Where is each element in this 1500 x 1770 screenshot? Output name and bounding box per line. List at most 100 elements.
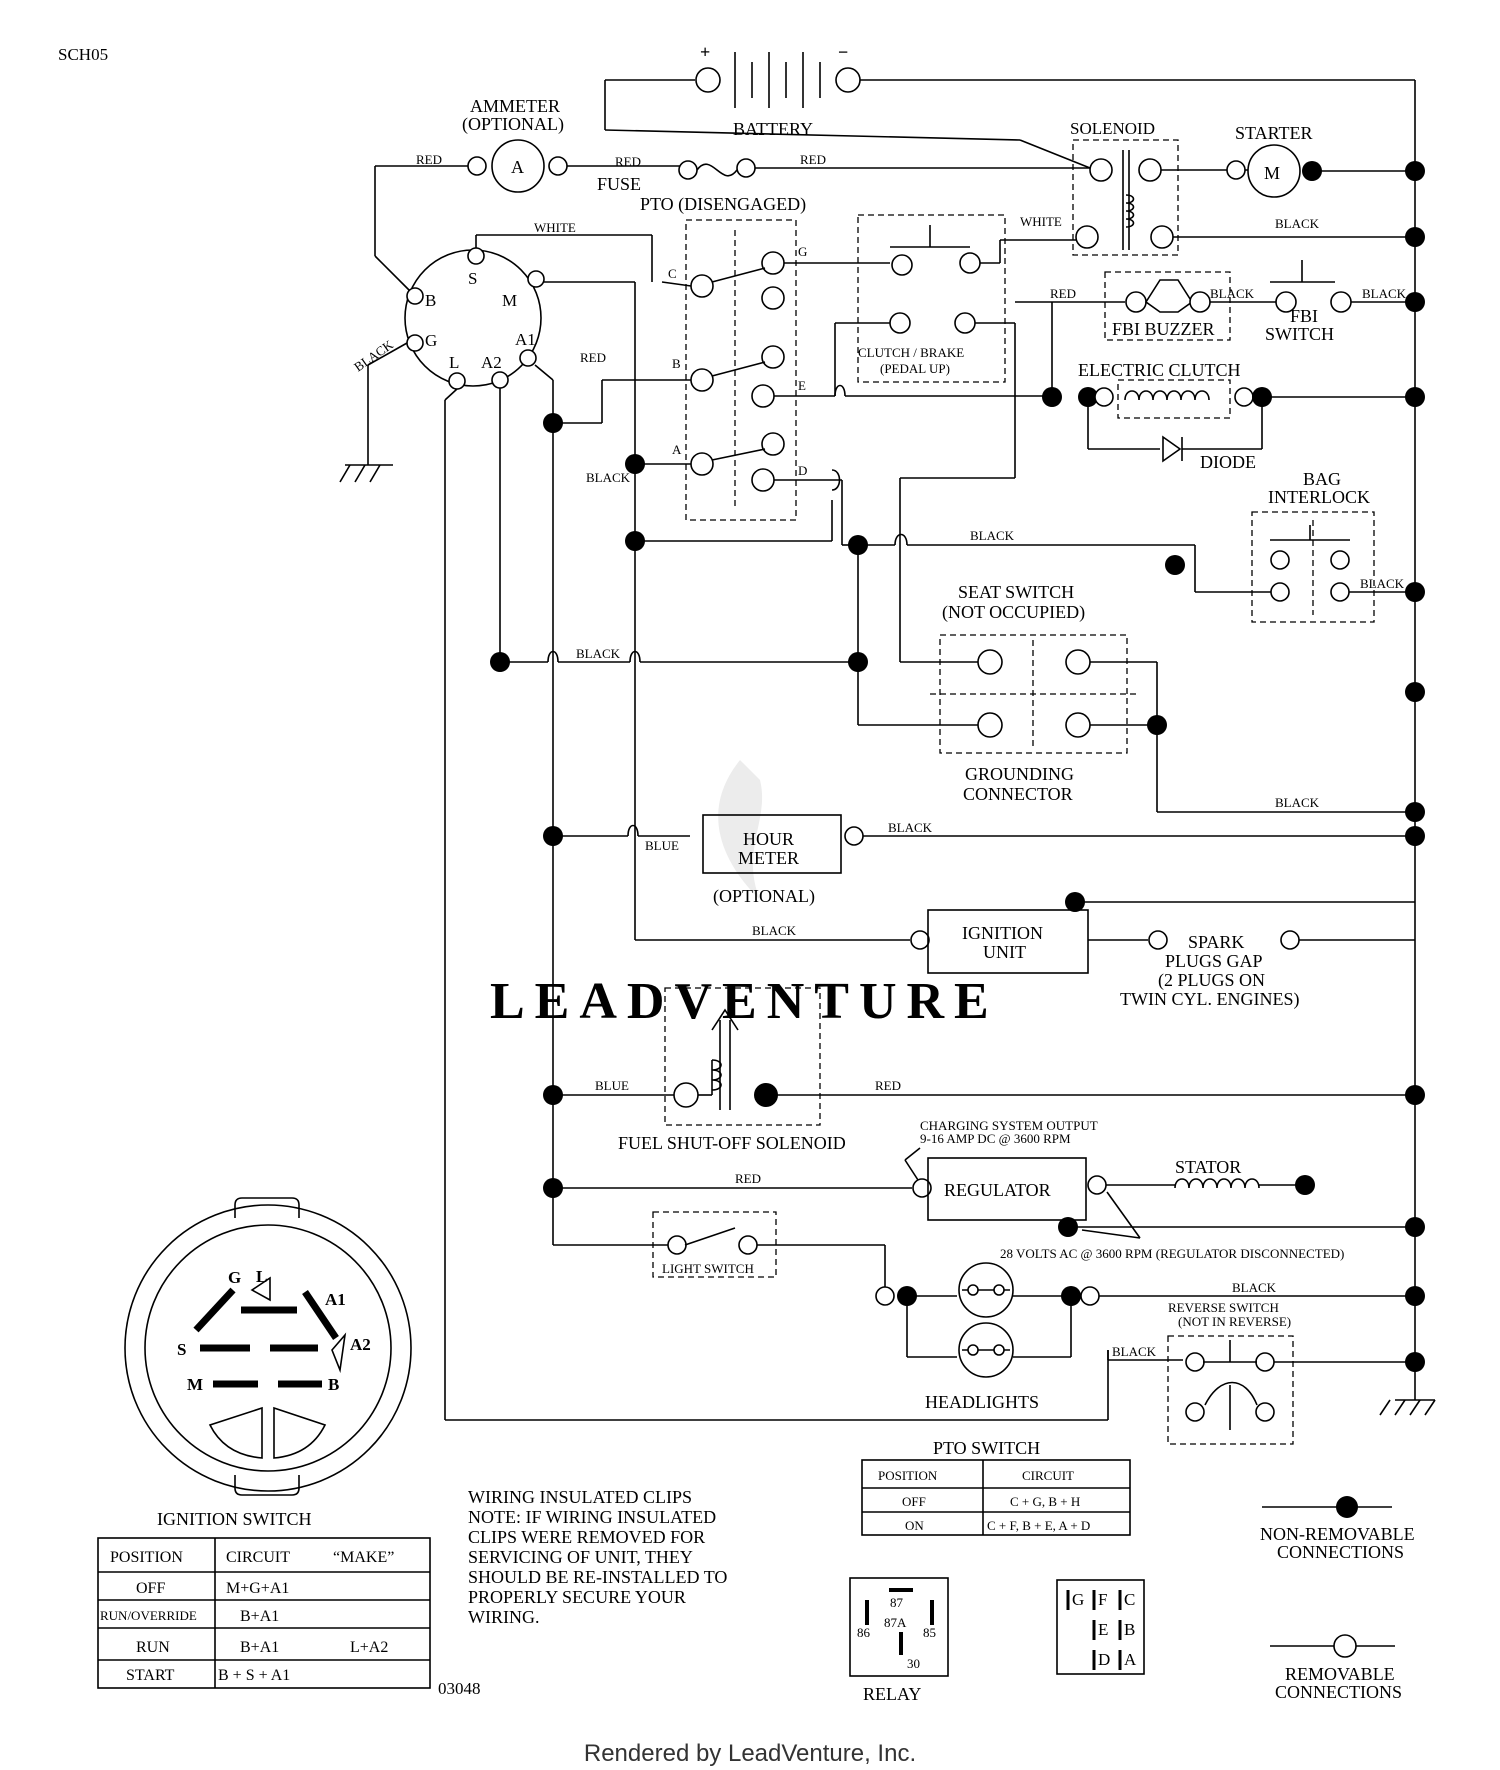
svg-text:87: 87	[890, 1595, 904, 1610]
svg-text:B+A1: B+A1	[240, 1639, 279, 1656]
watermark-flame-icon	[718, 760, 763, 900]
svg-text:BLACK: BLACK	[752, 923, 797, 938]
pto-table-title: PTO SWITCH	[933, 1438, 1040, 1458]
svg-text:BLUE: BLUE	[595, 1078, 629, 1093]
charging-note: CHARGING SYSTEM OUTPUT	[920, 1118, 1098, 1133]
svg-text:CLIPS WERE REMOVED FOR: CLIPS WERE REMOVED FOR	[468, 1527, 705, 1547]
diode-label: DIODE	[1200, 452, 1256, 472]
footer-credit: Rendered by LeadVenture, Inc.	[583, 1740, 917, 1767]
grounding-label: GROUNDING	[965, 764, 1074, 784]
svg-text:RED: RED	[875, 1078, 901, 1093]
charging-note2: 9-16 AMP DC @ 3600 RPM	[920, 1131, 1071, 1146]
page-code: SCH05	[58, 45, 108, 64]
svg-text:BLACK: BLACK	[970, 528, 1015, 543]
wiring-note: WIRING INSULATED CLIPS NOTE: IF WIRING I…	[468, 1487, 727, 1627]
regulator: CHARGING SYSTEM OUTPUT 9-16 AMP DC @ 360…	[543, 1118, 1425, 1261]
svg-text:B + S + A1: B + S + A1	[218, 1667, 290, 1684]
seat-switch: SEAT SWITCH (NOT OCCUPIED) BLACK GROUNDI…	[857, 582, 1425, 822]
svg-text:E: E	[1098, 1620, 1108, 1639]
svg-text:WIRING INSULATED CLIPS: WIRING INSULATED CLIPS	[468, 1487, 692, 1507]
legend-non-removable: NON-REMOVABLE	[1260, 1524, 1415, 1544]
svg-text:CIRCUIT: CIRCUIT	[226, 1549, 290, 1566]
svg-text:BLUE: BLUE	[645, 838, 679, 853]
ammeter-optional: (OPTIONAL)	[462, 114, 564, 135]
svg-text:POSITION: POSITION	[878, 1468, 938, 1483]
svg-text:A: A	[672, 442, 682, 457]
solenoid-label: SOLENOID	[1070, 119, 1155, 138]
svg-text:M: M	[187, 1375, 203, 1394]
svg-text:30: 30	[907, 1656, 920, 1671]
spark-label2: PLUGS GAP	[1165, 951, 1263, 971]
svg-text:A2: A2	[350, 1335, 371, 1354]
ignition-switch-plug: G L A1 A2 S M B IGNITION SWITCH	[124, 1197, 412, 1529]
starter: STARTER M	[1226, 123, 1425, 198]
black-bus-row: BLACK	[490, 646, 868, 672]
svg-text:L+A2: L+A2	[350, 1639, 388, 1656]
svg-text:F: F	[1098, 1590, 1107, 1609]
legend-removable-2: CONNECTIONS	[1275, 1682, 1402, 1702]
electric-clutch: ELECTRIC CLUTCH DIODE	[1042, 360, 1425, 472]
fbi-buzzer-label: FBI BUZZER	[1112, 319, 1215, 339]
svg-text:BLACK: BLACK	[1362, 286, 1407, 301]
svg-text:NOTE: IF WIRING INSULATED: NOTE: IF WIRING INSULATED	[468, 1507, 716, 1527]
svg-text:POSITION: POSITION	[110, 1549, 183, 1566]
solenoid: SOLENOID WHITE BLACK	[1020, 119, 1425, 256]
battery-minus: −	[838, 42, 848, 62]
fbi-switch: BLACK FBI SWITCH	[1265, 260, 1425, 344]
svg-text:S: S	[177, 1340, 186, 1359]
ignition-switch-title: IGNITION SWITCH	[157, 1509, 311, 1529]
pto-switch-schematic: PTO (DISENGAGED) C G B E A D RED	[543, 194, 1052, 551]
svg-text:S: S	[468, 269, 477, 288]
watermark: LEADVENTURE	[490, 973, 999, 1030]
svg-text:BLACK: BLACK	[1232, 1280, 1277, 1295]
legend-removable: REMOVABLE	[1285, 1664, 1395, 1684]
svg-text:D: D	[1098, 1650, 1110, 1669]
svg-text:RED: RED	[615, 154, 641, 169]
svg-text:BLACK: BLACK	[1275, 795, 1320, 810]
svg-text:BLACK: BLACK	[351, 337, 396, 375]
fbi-buzzer: RED FBI BUZZER BLACK	[1015, 271, 1276, 396]
regulator-label: REGULATOR	[944, 1180, 1051, 1200]
svg-text:WHITE: WHITE	[534, 220, 576, 235]
svg-text:BLACK: BLACK	[1112, 1344, 1157, 1359]
svg-text:85: 85	[923, 1625, 936, 1640]
svg-text:BLACK: BLACK	[1210, 286, 1255, 301]
ignition-unit-label2: UNIT	[983, 942, 1026, 962]
fuse-label: FUSE	[597, 174, 641, 194]
reverse-switch-label: REVERSE SWITCH	[1168, 1300, 1279, 1315]
svg-text:RUN/OVERRIDE: RUN/OVERRIDE	[100, 1608, 197, 1623]
bag-interlock-label: BAG	[1303, 469, 1341, 489]
hour-meter-label2: METER	[738, 848, 799, 868]
svg-text:C: C	[1124, 1590, 1135, 1609]
svg-text:G: G	[228, 1268, 241, 1287]
svg-text:WIRING.: WIRING.	[468, 1607, 539, 1627]
light-switch: LIGHT SWITCH	[553, 1211, 886, 1295]
pto-label: PTO (DISENGAGED)	[640, 194, 806, 215]
svg-text:C + G, B + H: C + G, B + H	[1010, 1494, 1080, 1509]
svg-text:SERVICING OF UNIT, THEY: SERVICING OF UNIT, THEY	[468, 1547, 693, 1567]
svg-text:M+G+A1: M+G+A1	[226, 1580, 289, 1597]
svg-text:G: G	[425, 331, 437, 350]
bag-interlock: BAG INTERLOCK BLACK	[1165, 469, 1425, 623]
svg-text:BLACK: BLACK	[888, 820, 933, 835]
spark-label4: TWIN CYL. ENGINES)	[1120, 989, 1299, 1010]
light-switch-label: LIGHT SWITCH	[662, 1261, 754, 1276]
spark-label: SPARK	[1188, 932, 1244, 952]
electric-clutch-label: ELECTRIC CLUTCH	[1078, 360, 1241, 380]
seat-switch-sublabel: (NOT OCCUPIED)	[942, 602, 1085, 623]
svg-text:RED: RED	[1050, 286, 1076, 301]
grounding-label2: CONNECTOR	[963, 784, 1073, 804]
svg-text:B: B	[425, 291, 436, 310]
starter-label: STARTER	[1235, 123, 1312, 143]
hour-meter-label: HOUR	[743, 829, 794, 849]
svg-text:RED: RED	[416, 152, 442, 167]
svg-text:E: E	[798, 378, 806, 393]
svg-text:L: L	[256, 1267, 267, 1286]
seat-switch-label: SEAT SWITCH	[958, 582, 1074, 602]
svg-text:CIRCUIT: CIRCUIT	[1022, 1468, 1074, 1483]
ac-voltage-note: 28 VOLTS AC @ 3600 RPM (REGULATOR DISCON…	[1000, 1246, 1344, 1261]
fuel-solenoid-label: FUEL SHUT-OFF SOLENOID	[618, 1133, 846, 1153]
svg-text:86: 86	[857, 1625, 871, 1640]
pto-plug-pinout: G F C E B D A	[1056, 1579, 1145, 1675]
